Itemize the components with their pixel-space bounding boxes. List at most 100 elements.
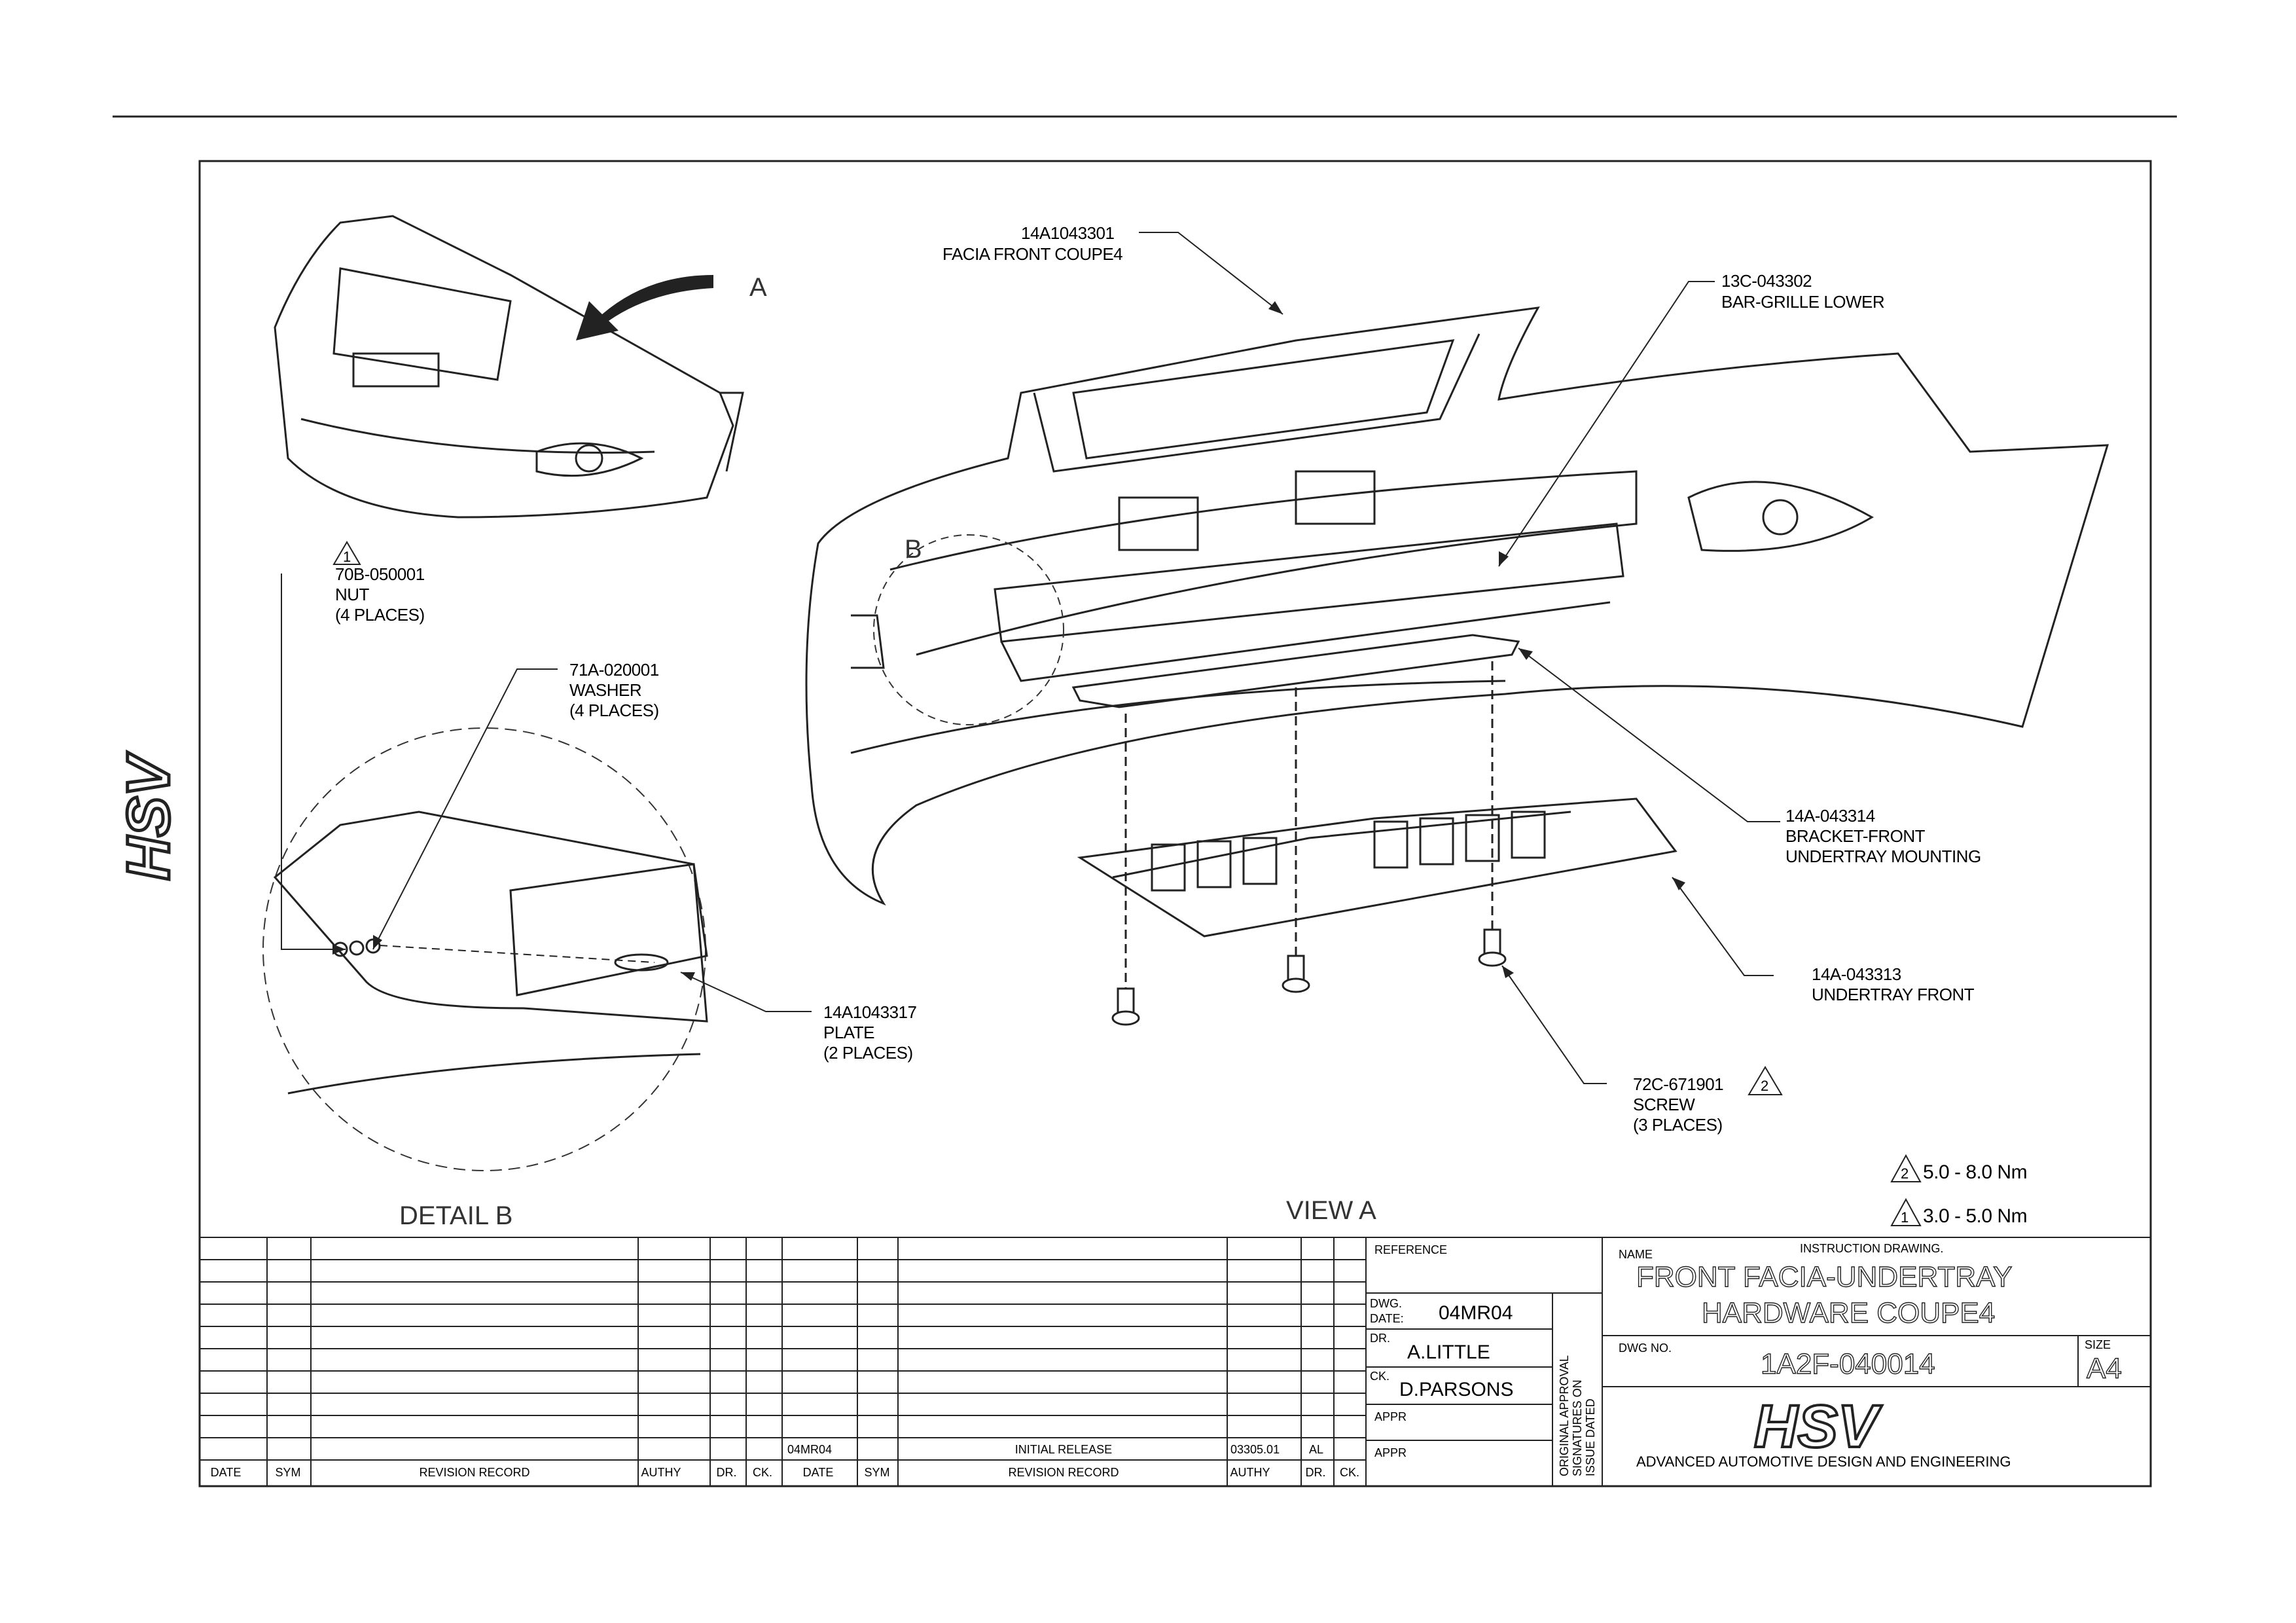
facia-part-number: 14A1043301	[1021, 223, 1115, 243]
front-facia-illustration	[805, 306, 2109, 906]
revision-table	[200, 1237, 1367, 1486]
bracket-part-number: 14A-043314	[1785, 806, 1875, 826]
dwg-no-label: DWG NO.	[1619, 1341, 1672, 1355]
dr-value: A.LITTLE	[1407, 1341, 1490, 1363]
torque-note-1-text: 5.0 - 8.0 Nm	[1923, 1161, 2027, 1183]
screw-description: SCREW	[1633, 1095, 1695, 1114]
undertray-part-number: 14A-043313	[1812, 964, 1901, 984]
rev-header-record: REVISION RECORD	[419, 1466, 529, 1479]
revision-triangle-icon	[1890, 1154, 1922, 1182]
callout-facia: 14A1043301 FACIA FRONT COUPE4	[942, 223, 1123, 264]
callout-bracket: 14A-043314 BRACKET-FRONT UNDERTRAY MOUNT…	[1785, 806, 1981, 866]
plate-places: (2 PLACES)	[823, 1043, 913, 1063]
torque-note-2-symbol: 1	[1901, 1209, 1909, 1226]
torque-note-2-text: 3.0 - 5.0 Nm	[1923, 1205, 2027, 1227]
rev-entry-date: 04MR04	[787, 1443, 832, 1456]
nut-part-number: 70B-050001	[335, 564, 425, 584]
detail-b-marker-circle	[873, 534, 1064, 725]
approval-note: ORIGINAL APPROVAL SIGNATURES ON ISSUE DA…	[1558, 1355, 1597, 1476]
dwg-no-value: 1A2F-040014	[1761, 1348, 1935, 1380]
bracket-illustration	[1071, 634, 1520, 708]
revision-table-headers: DATE SYM REVISION RECORD AUTHY DR. CK. D…	[211, 1466, 1359, 1479]
washer-description: WASHER	[569, 680, 641, 700]
rev-entry-dr: AL	[1309, 1443, 1323, 1456]
screw-tri-symbol: 2	[1761, 1078, 1768, 1094]
detail-b-illustration	[273, 811, 708, 1095]
rev-header-record-2: REVISION RECORD	[1008, 1466, 1119, 1479]
rev-entry-record: INITIAL RELEASE	[1015, 1443, 1112, 1456]
title-block-fields: REFERENCE DWG. DATE: 04MR04 DR. A.LITTLE…	[1370, 1242, 2123, 1476]
approval-note-line-3: ISSUE DATED	[1584, 1398, 1597, 1476]
revision-triangle-icon	[1890, 1197, 1922, 1226]
drawing-title-line-2: HARDWARE COUPE4	[1702, 1297, 1995, 1329]
ck-label: CK.	[1370, 1370, 1390, 1383]
washer-places: (4 PLACES)	[569, 701, 659, 720]
approval-note-line-1: ORIGINAL APPROVAL	[1558, 1355, 1571, 1476]
approval-note-line-2: SIGNATURES ON	[1571, 1379, 1584, 1476]
reference-label: REFERENCE	[1374, 1243, 1447, 1256]
view-a-marker: A	[749, 273, 767, 302]
rev-header-dr: DR.	[717, 1466, 737, 1479]
callout-undertray: 14A-043313 UNDERTRAY FRONT	[1812, 964, 1975, 1004]
ck-value: D.PARSONS	[1399, 1379, 1513, 1400]
instruction-label: INSTRUCTION DRAWING.	[1800, 1242, 1943, 1255]
dwg-date-label-2: DATE:	[1370, 1312, 1404, 1325]
rev-header-sym-2: SYM	[864, 1466, 889, 1479]
facia-description: FACIA FRONT COUPE4	[942, 244, 1122, 264]
plate-description: PLATE	[823, 1023, 874, 1042]
rev-header-sym: SYM	[275, 1466, 300, 1479]
undertray-illustration	[1077, 797, 1677, 938]
undertray-description: UNDERTRAY FRONT	[1812, 985, 1975, 1004]
overview-bumper-illustration	[274, 215, 744, 519]
nut-description: NUT	[335, 585, 370, 604]
bar-grille-description: BAR-GRILLE LOWER	[1721, 292, 1884, 312]
hsv-logo-icon: HSV	[114, 750, 184, 882]
title-block-logo: HSV	[1754, 1393, 1882, 1460]
revision-triangle-icon	[1748, 1066, 1783, 1095]
rev-header-ck-2: CK.	[1340, 1466, 1359, 1479]
screw-part-number: 72C-671901	[1633, 1074, 1723, 1094]
torque-note-1-symbol: 2	[1901, 1165, 1909, 1182]
rev-header-dr-2: DR.	[1306, 1466, 1326, 1479]
detail-b-label: DETAIL B	[399, 1201, 512, 1230]
size-value: A4	[2087, 1353, 2122, 1385]
callout-screw: 72C-671901 2 SCREW (3 PLACES)	[1633, 1066, 1783, 1135]
bracket-description: BRACKET-FRONT	[1785, 826, 1926, 846]
revision-triangle-icon	[332, 541, 361, 565]
plate-part-number: 14A1043317	[823, 1002, 917, 1022]
callout-washer: 71A-020001 WASHER (4 PLACES)	[569, 660, 659, 720]
view-arrow-icon	[576, 275, 713, 340]
washer-part-number: 71A-020001	[569, 660, 659, 680]
title-block-grid	[1366, 1237, 2151, 1486]
appr-label: APPR	[1374, 1410, 1407, 1423]
torque-notes: 2 5.0 - 8.0 Nm 1 3.0 - 5.0 Nm	[1890, 1154, 2028, 1227]
rev-header-authy: AUTHY	[641, 1466, 681, 1479]
drawing-title-line-1: FRONT FACIA-UNDERTRAY	[1636, 1261, 2013, 1293]
view-a-label: VIEW A	[1286, 1196, 1376, 1225]
nut-places: (4 PLACES)	[335, 605, 425, 625]
callout-bar-grille: 13C-043302 BAR-GRILLE LOWER	[1721, 271, 1885, 312]
revision-entry: 04MR04 INITIAL RELEASE 03305.01 AL	[787, 1443, 1323, 1456]
dr-label: DR.	[1370, 1332, 1390, 1345]
rev-header-authy-2: AUTHY	[1230, 1466, 1270, 1479]
callout-nut: 1 70B-050001 NUT (4 PLACES)	[332, 541, 425, 625]
callout-plate: 14A1043317 PLATE (2 PLACES)	[823, 1002, 917, 1063]
dwg-date-value: 04MR04	[1439, 1302, 1513, 1324]
nut-tri-symbol: 1	[343, 549, 351, 565]
rev-header-date-2: DATE	[803, 1466, 834, 1479]
bar-grille-part-number: 13C-043302	[1721, 271, 1812, 291]
screw-illustrations	[1111, 661, 1507, 1026]
screw-places: (3 PLACES)	[1633, 1115, 1723, 1135]
rev-header-date: DATE	[211, 1466, 242, 1479]
appr-label-2: APPR	[1374, 1446, 1407, 1459]
leader-lines	[281, 232, 1780, 1084]
detail-b-marker: B	[905, 535, 922, 564]
rev-header-ck: CK.	[753, 1466, 772, 1479]
drawing-frame	[198, 160, 2152, 1487]
rev-entry-authy: 03305.01	[1230, 1443, 1280, 1456]
svg-text:HSV: HSV	[115, 752, 182, 881]
size-label: SIZE	[2085, 1338, 2111, 1351]
leader-arrow-icon	[332, 301, 1685, 981]
bracket-description-2: UNDERTRAY MOUNTING	[1785, 847, 1981, 866]
